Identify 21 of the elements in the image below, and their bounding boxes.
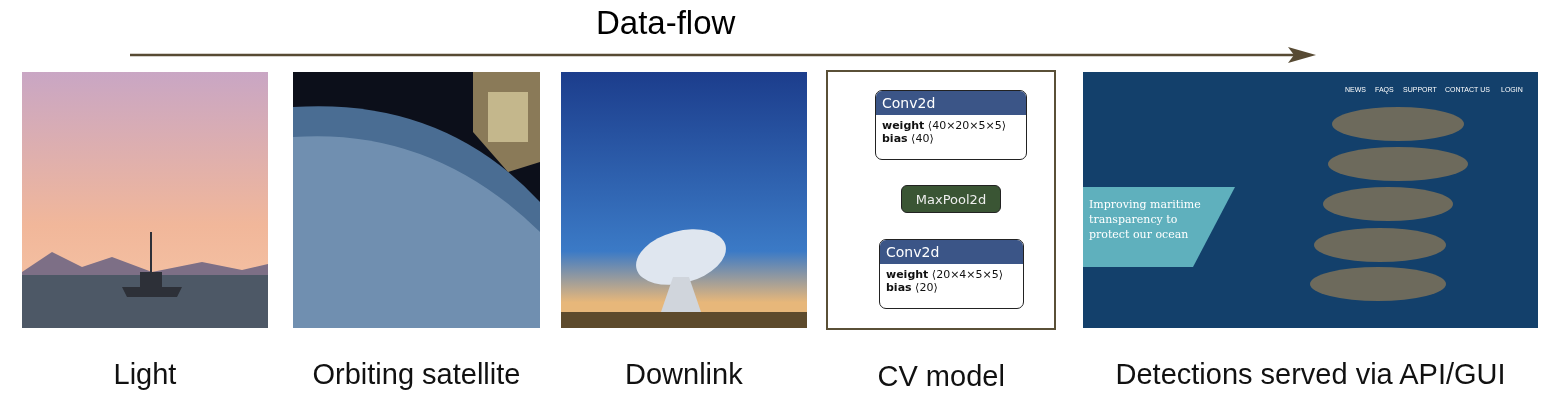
heading: Data-flow <box>596 4 736 42</box>
node-label: Downlink <box>625 358 743 391</box>
layer-pill: MaxPool2d <box>901 185 1001 213</box>
model-panel <box>826 70 1056 330</box>
radio-dish-photo <box>561 72 807 328</box>
layer-parameter: bias ⟨20⟩ <box>885 281 939 294</box>
layer-title: Conv2d <box>880 240 1023 264</box>
satellite-photo <box>293 72 540 328</box>
text-banner: Improving maritime transparency to protect our ocean <box>1083 187 1235 267</box>
layer-title: Conv2d <box>876 91 1026 115</box>
layer-parameter: bias ⟨40⟩ <box>881 132 935 145</box>
node-label: Detections served via API/GUI <box>1115 358 1506 391</box>
node-label: Light <box>113 358 177 391</box>
node-label: CV model <box>877 360 1005 393</box>
sunset-boat-photo <box>22 72 268 328</box>
layer-card <box>879 239 1024 309</box>
website-screenshot <box>1083 72 1538 328</box>
layer-parameter: weight ⟨40×20×5×5⟩ <box>881 119 1008 132</box>
layer-card <box>875 90 1027 160</box>
layer-parameter: weight ⟨20×4×5×5⟩ <box>885 268 1005 281</box>
node-label: Orbiting satellite <box>312 358 521 391</box>
